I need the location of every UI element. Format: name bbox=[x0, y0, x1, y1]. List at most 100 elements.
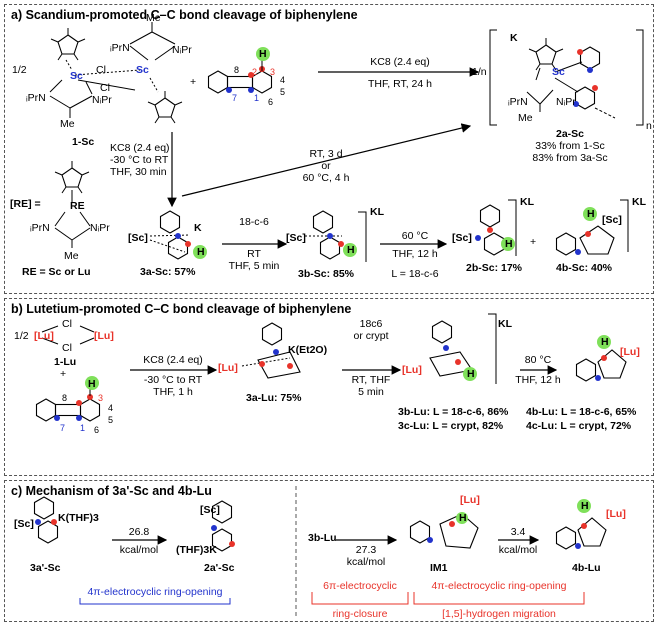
sc-bracket-label: [Sc] bbox=[602, 214, 622, 226]
panel-c-title: c) Mechanism of 3a'-Sc and 4b-Lu bbox=[11, 484, 212, 498]
condition-label: 60 °C bbox=[401, 230, 429, 242]
sc-atom-label: Sc bbox=[136, 64, 149, 76]
kl-label: KL bbox=[370, 206, 384, 218]
sc-bracket-label: [Sc] bbox=[14, 518, 34, 530]
atom-number: 4 bbox=[280, 75, 286, 85]
condition-label: -30 °C to RT bbox=[110, 154, 169, 166]
atom-number: 6 bbox=[268, 97, 274, 107]
kl-label: KL bbox=[632, 196, 646, 208]
kl-label: KL bbox=[498, 318, 512, 330]
panel-a-title: a) Scandium-promoted C–C bond cleavage o… bbox=[11, 8, 358, 22]
compound-1lu-label: 1-Lu bbox=[54, 356, 77, 368]
lu-bracket-label: [Lu] bbox=[460, 494, 480, 506]
atom-number: 5 bbox=[108, 415, 114, 425]
panel-b-title: b) Lutetium-promoted C–C bond cleavage o… bbox=[11, 302, 352, 316]
condition-label: THF, 12 h bbox=[392, 248, 438, 260]
plus-sign: + bbox=[530, 236, 537, 248]
atom-number: 8 bbox=[234, 65, 240, 75]
condition-label: 60 °C, 4 h bbox=[302, 172, 350, 184]
energy-label: 26.8 bbox=[128, 526, 150, 538]
hydrogen-label: H bbox=[581, 500, 589, 512]
nipr-label: NᵢPr bbox=[172, 44, 192, 56]
nipr-label: NᵢPr bbox=[556, 96, 576, 108]
me-label: Me bbox=[518, 112, 533, 124]
atom-number: 1 bbox=[254, 93, 260, 103]
iprn-label: ᵢPrN bbox=[30, 222, 50, 234]
compound-3clu-label: 3c-Lu: L = crypt, 82% bbox=[398, 420, 504, 432]
atom-number: 2 bbox=[252, 67, 258, 77]
sc-atom-label: Sc bbox=[552, 66, 565, 78]
atom-number: 4 bbox=[108, 403, 114, 413]
sc-bracket-label: [Sc] bbox=[452, 232, 472, 244]
plus-sign: + bbox=[60, 368, 67, 380]
thf-k-label: (THF)3K bbox=[176, 544, 217, 556]
bracket-note-left: 4π-electrocyclic ring-opening bbox=[87, 586, 223, 598]
reagent-label: or crypt bbox=[353, 330, 389, 342]
compound-4clu-label: 4c-Lu: L = crypt, 72% bbox=[526, 420, 632, 432]
condition-label: THF, RT, 24 h bbox=[368, 78, 432, 90]
panel-a: a) Scandium-promoted C–C bond cleavage o… bbox=[4, 4, 654, 294]
cl-label: Cl bbox=[96, 64, 106, 76]
half-label: 1/2 bbox=[14, 330, 29, 342]
hydrogen-label: H bbox=[505, 238, 513, 250]
energy-unit-label: kcal/mol bbox=[346, 556, 386, 568]
bracket-note: 6π-electrocyclic bbox=[323, 580, 397, 592]
compound-3asc-label: 3a-Sc: 57% bbox=[140, 266, 196, 278]
sc-bracket-label: [Sc] bbox=[128, 232, 148, 244]
lu-bracket-label: [Lu] bbox=[620, 346, 640, 358]
lu-bracket-label: [Lu] bbox=[606, 508, 626, 520]
atom-number: 6 bbox=[94, 425, 100, 435]
nipr-label: NᵢPr bbox=[92, 94, 112, 106]
condition-label: 5 min bbox=[358, 386, 384, 398]
compound-2apsc-label: 2a'-Sc bbox=[204, 562, 235, 574]
hydrogen-label: H bbox=[197, 246, 205, 258]
compound-4blu-label: 4b-Lu: L = 18-c-6, 65% bbox=[526, 406, 637, 418]
re-definition-label: [RE] = bbox=[10, 198, 41, 210]
half-label: 1/2 bbox=[12, 64, 27, 76]
lu-bracket-label: [Lu] bbox=[94, 330, 114, 342]
sc-bracket-label: [Sc] bbox=[200, 504, 220, 516]
cl-label: Cl bbox=[62, 342, 72, 354]
hydrogen-label: H bbox=[259, 48, 267, 60]
cl-label: Cl bbox=[100, 82, 110, 94]
compound-3apsc-label: 3a'-Sc bbox=[30, 562, 61, 574]
panel-c: c) Mechanism of 3a'-Sc and 4b-Lu bbox=[4, 480, 654, 622]
cl-label: Cl bbox=[62, 318, 72, 330]
k-thf-label: K(THF)3 bbox=[58, 512, 99, 524]
sc-bracket-label: [Sc] bbox=[286, 232, 306, 244]
compound-3bsc-label: 3b-Sc: 85% bbox=[298, 268, 355, 280]
panel-b: b) Lutetium-promoted C–C bond cleavage o… bbox=[4, 298, 654, 476]
atom-number: 3 bbox=[98, 393, 104, 403]
lu-bracket-label: [Lu] bbox=[402, 364, 422, 376]
re-equals-label: RE = Sc or Lu bbox=[22, 266, 91, 278]
iprn-label: ᵢPrN bbox=[110, 42, 130, 54]
bracket-note: 4π-electrocyclic ring-opening bbox=[431, 580, 567, 592]
compound-2asc-label: 2a-Sc bbox=[555, 128, 585, 140]
hydrogen-label: H bbox=[601, 336, 609, 348]
atom-number: 3 bbox=[270, 67, 276, 77]
compound-4bsc-label: 4b-Sc: 40% bbox=[556, 262, 613, 274]
re-atom-label: RE bbox=[70, 200, 85, 212]
reagent-label: KC8 (2.4 eq) bbox=[143, 354, 203, 366]
yield-label: 33% from 1-Sc bbox=[535, 140, 605, 152]
hydrogen-label: H bbox=[347, 244, 355, 256]
atom-number: 7 bbox=[60, 423, 66, 433]
n-subscript: n bbox=[646, 120, 652, 132]
condition-label: THF, 5 min bbox=[228, 260, 280, 272]
energy-unit-label: kcal/mol bbox=[119, 544, 159, 556]
energy-label: 27.3 bbox=[355, 544, 377, 556]
condition-label: RT, THF bbox=[351, 374, 391, 386]
reagent-label: 18-c-6 bbox=[239, 216, 269, 228]
start-compound-label: 3b-Lu bbox=[308, 532, 337, 544]
me-label: Me bbox=[146, 12, 161, 24]
bracket-note: [1,5]-hydrogen migration bbox=[442, 608, 556, 620]
iprn-label: ᵢPrN bbox=[26, 92, 46, 104]
k-label: K bbox=[194, 222, 202, 234]
atom-number: 1 bbox=[80, 423, 86, 433]
compound-4blu-label: 4b-Lu bbox=[572, 562, 601, 574]
condition-label: THF, 30 min bbox=[110, 166, 167, 178]
atom-number: 5 bbox=[280, 87, 286, 97]
condition-label: RT bbox=[247, 248, 261, 260]
hydrogen-label: H bbox=[467, 368, 475, 380]
